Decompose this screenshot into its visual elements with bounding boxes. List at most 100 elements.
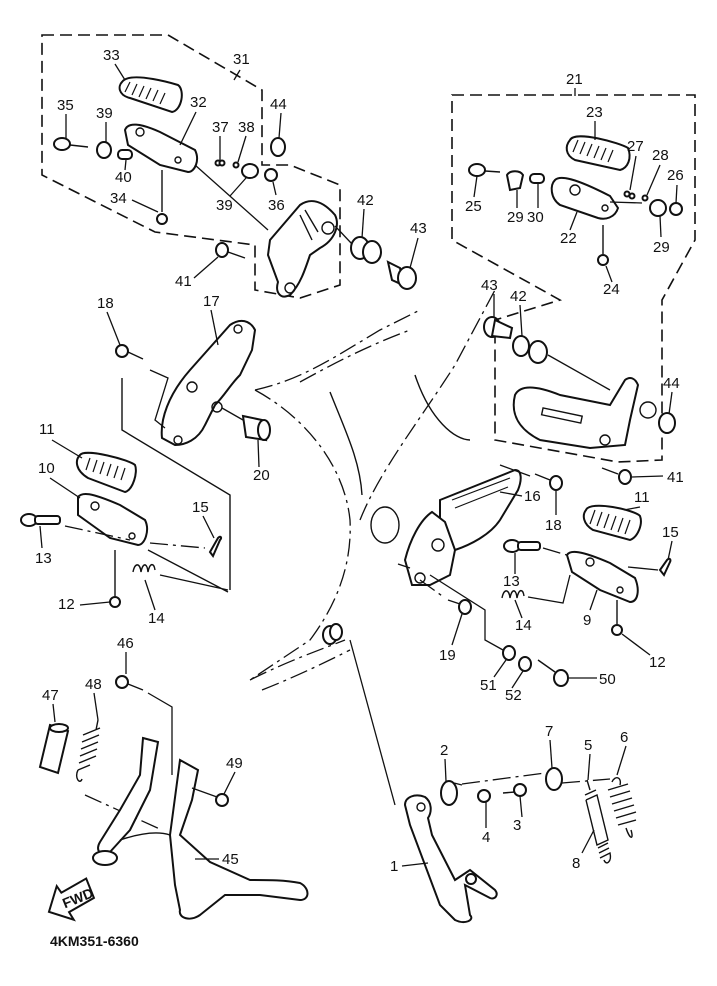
part-label-11b: 11 [634,489,650,506]
part-label-47: 47 [42,687,59,704]
plate-29-left [505,170,525,192]
part-label-50: 50 [599,671,616,688]
part-label-15a: 15 [192,499,209,516]
part-label-4: 4 [482,829,490,846]
part-label-32: 32 [190,94,207,111]
part-label-1: 1 [390,858,398,875]
pin-40 [117,149,133,160]
sidestand-pivot [322,623,343,645]
spring-14-right [501,589,525,599]
part-label-13b: 13 [503,573,520,590]
bolt-3 [502,783,527,797]
group-21-boundary: 21 [451,71,696,463]
part-label-6: 6 [620,729,628,746]
spring-5 [584,779,612,864]
bolt-19 [447,599,472,615]
bolt-25 [468,163,501,177]
part-label-3: 3 [513,817,521,834]
part-label-43b: 43 [481,277,498,294]
spring-14-left [132,563,156,573]
part-label-5: 5 [584,737,592,754]
part-label-46: 46 [117,635,134,652]
part-label-42b: 42 [510,288,527,305]
collar-43-left [386,260,417,290]
washer-44-left [270,137,286,157]
part-label-42a: 42 [357,192,374,209]
cotter-pin-15-right [658,557,672,577]
pin-30 [529,173,545,184]
part-label-39a: 39 [96,105,113,122]
frame-outline [249,289,496,691]
part-label-18b: 18 [545,517,562,534]
collar-43-right [483,316,514,340]
bolt-18-right [534,473,563,491]
washer-36 [264,168,278,182]
part-label-51: 51 [480,677,497,694]
screw-24 [597,225,609,266]
part-label-15b: 15 [662,524,679,541]
part-label-36: 36 [268,197,285,214]
part-label-30: 30 [527,209,544,226]
part-label-31: 31 [233,51,250,68]
part-label-20: 20 [253,467,270,484]
bolt-46 [115,675,144,691]
part-label-44a: 44 [270,96,287,113]
part-label-16: 16 [524,488,541,505]
screw-12-right [611,600,623,636]
part-label-39b: 39 [216,197,233,214]
collar-20 [241,414,271,442]
group-31-boundary: 31 [41,34,341,299]
washer-52 [518,656,532,672]
part-label-41b: 41 [667,469,684,486]
bolt-41-left [215,242,246,259]
plate-7 [545,767,563,791]
washer-44-right [658,412,676,434]
plate-29-right [649,199,667,217]
bolt-35 [53,137,89,151]
bracket-front-right [403,510,457,586]
bolt-18-left [115,344,144,360]
ball-37 [214,159,226,167]
part-label-34: 34 [110,190,127,207]
part-label-33: 33 [103,47,120,64]
part-label-52: 52 [505,687,522,704]
part-label-18a: 18 [97,295,114,312]
part-label-7: 7 [545,723,553,740]
part-label-25: 25 [465,198,482,215]
part-label-45: 45 [222,851,239,868]
part-label-13a: 13 [35,550,52,567]
bushing-42-left [350,236,382,264]
bolt-41-right [601,467,632,485]
spring-48 [75,719,101,782]
sidestand-1 [403,794,498,924]
ball-27 [623,190,636,200]
part-label-48: 48 [85,676,102,693]
part-label-11a: 11 [39,421,55,438]
heel-guard-16 [439,468,522,552]
bolt-50 [537,659,569,687]
part-label-22: 22 [560,230,577,247]
footrest-rubber-33 [118,76,183,114]
plate-2 [440,780,463,806]
washer-51 [502,645,516,661]
part-label-9: 9 [583,612,591,629]
footrest-rubber-23 [565,135,631,172]
part-label-40: 40 [115,169,132,186]
bracket-17 [160,319,257,447]
part-label-17: 17 [203,293,220,310]
pin-13-left [20,513,61,527]
fwd-arrow-icon: FWD [47,877,96,922]
spring-38 [232,161,240,169]
part-label-12a: 12 [58,596,75,613]
collar-47 [38,723,70,775]
screw-34 [156,170,168,225]
part-label-49: 49 [226,755,243,772]
spring-6 [607,777,637,838]
part-label-35: 35 [57,97,74,114]
part-label-19: 19 [439,647,456,664]
bracket-right-rear [512,376,657,450]
footrest-32 [123,123,198,174]
footrest-10 [77,492,148,547]
part-label-24: 24 [603,281,620,298]
